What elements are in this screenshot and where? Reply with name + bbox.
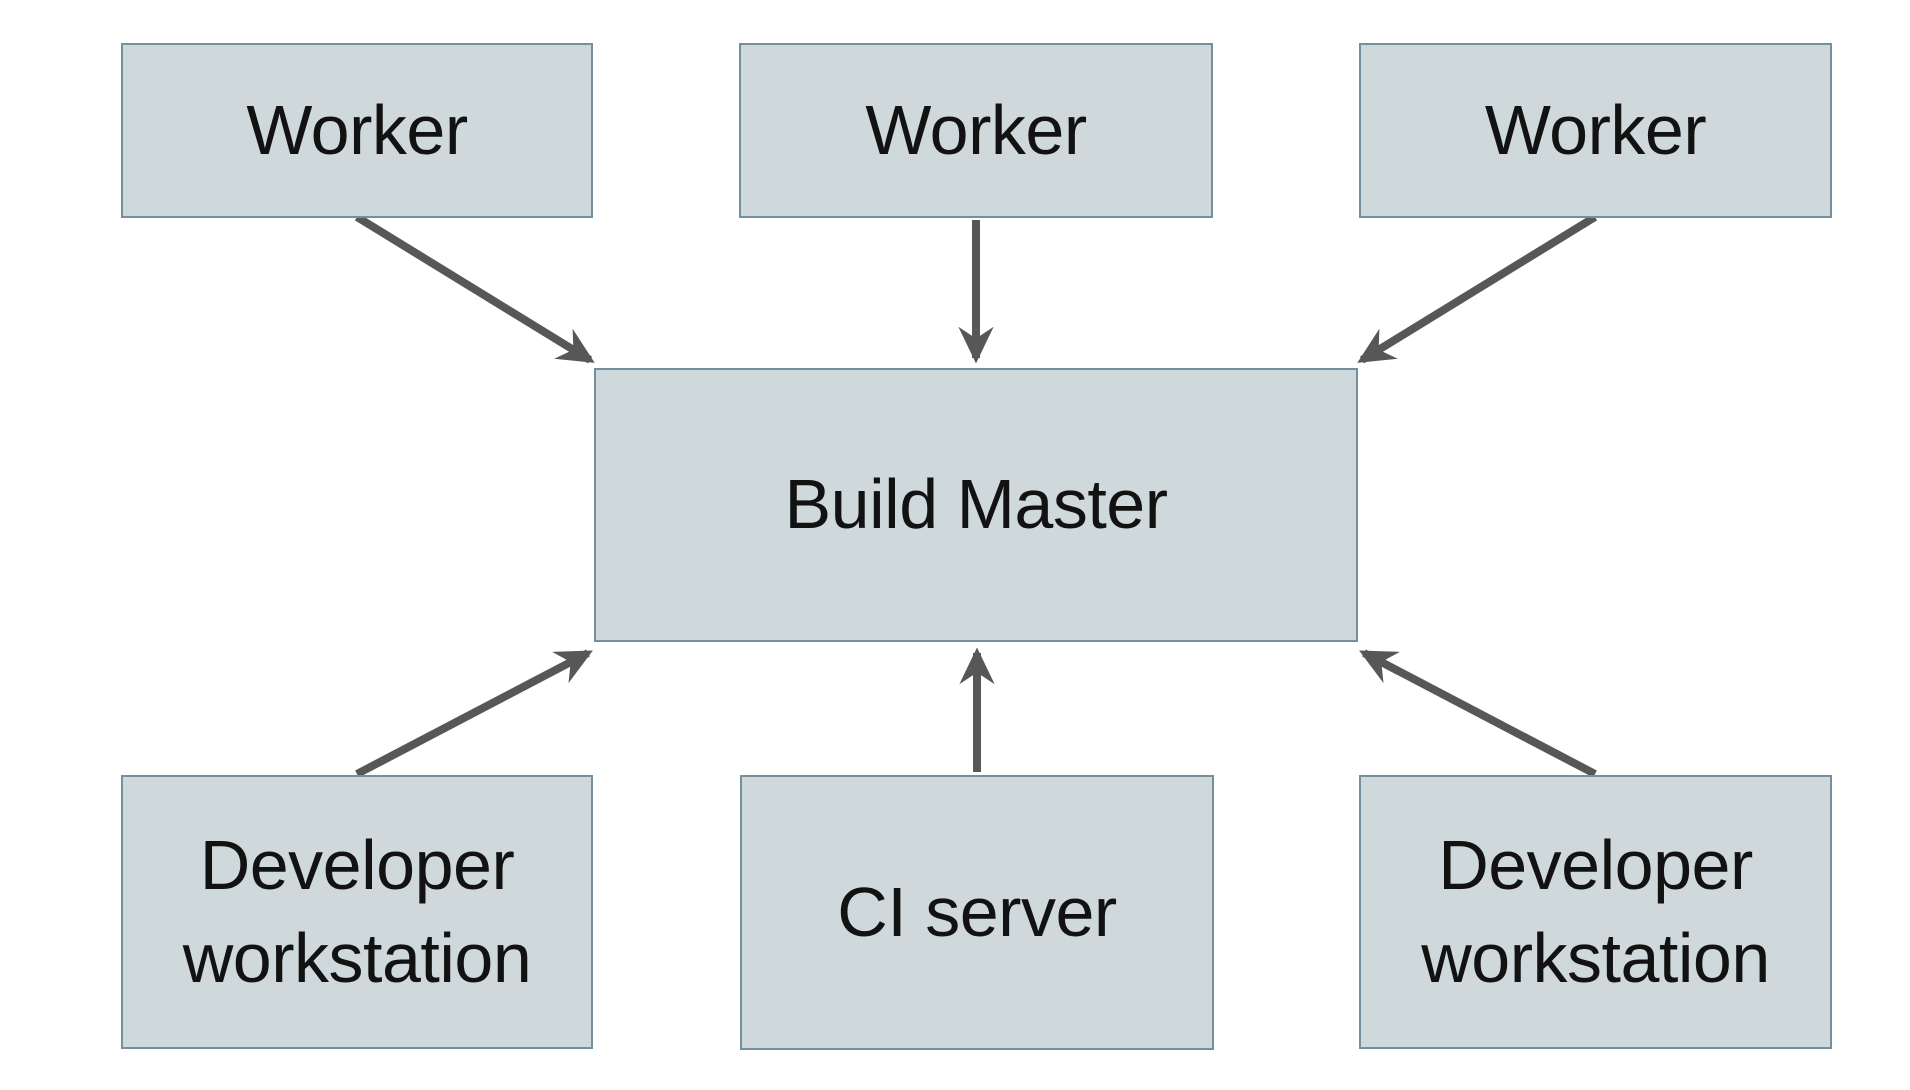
arrow-developer-workstation-left-to-build-master — [355, 649, 593, 778]
node-developer-workstation-left-label: Developer workstation — [182, 825, 532, 997]
node-build-master: Build Master — [594, 368, 1358, 642]
node-developer-workstation-right-label: Developer workstation — [1421, 825, 1770, 997]
node-worker-2-label: Worker — [865, 90, 1087, 169]
node-worker-1-label: Worker — [246, 90, 468, 169]
node-build-master-label: Build Master — [784, 465, 1168, 544]
node-ci-server: CI server — [740, 775, 1214, 1050]
node-worker-2: Worker — [739, 43, 1213, 218]
arrow-developer-workstation-right-to-build-master — [1359, 649, 1597, 778]
node-developer-workstation-right: Developer workstation — [1359, 775, 1832, 1049]
node-ci-server-label: CI server — [837, 872, 1117, 951]
node-worker-3-label: Worker — [1484, 90, 1707, 169]
node-worker-1: Worker — [121, 43, 593, 218]
node-developer-workstation-left: Developer workstation — [121, 775, 593, 1049]
arrow-worker-1-to-build-master — [354, 213, 595, 364]
arrow-worker-3-to-build-master — [1357, 213, 1598, 364]
node-worker-3: Worker — [1359, 43, 1832, 218]
